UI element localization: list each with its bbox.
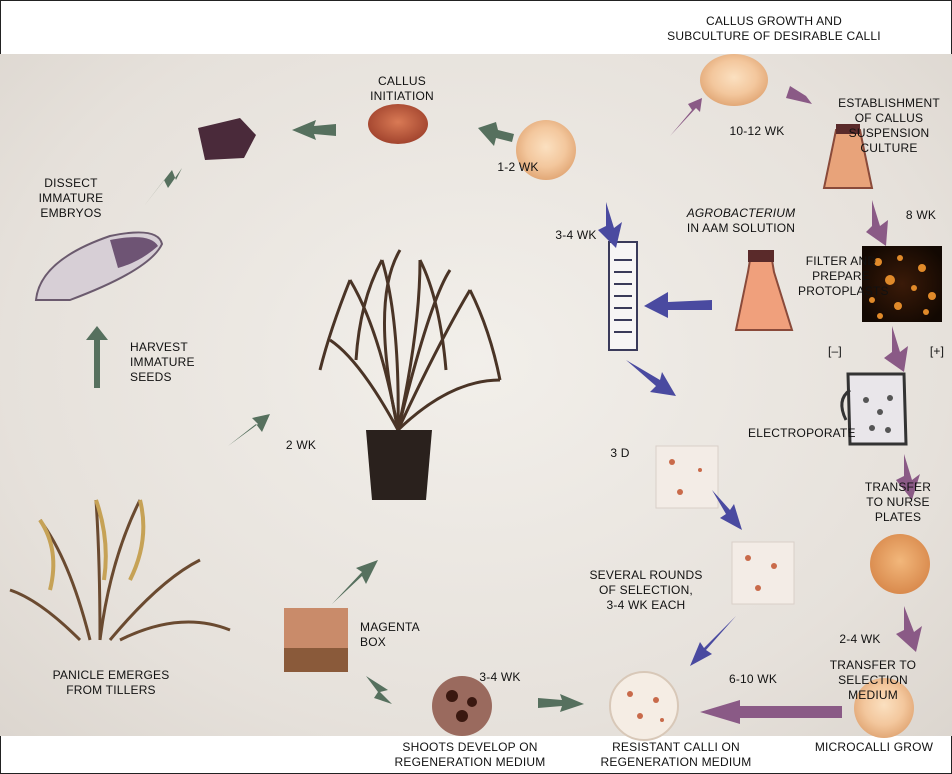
arrow-plant-to-harvest [228,414,270,446]
agrobacterium-label: AGROBACTERIUM [676,206,806,221]
wk-6-10-label: 6-10 WK [718,672,788,687]
arrow-8wk [866,200,888,246]
wk-3-4-top-label: 3-4 WK [546,228,606,243]
arrow-seed-to-embryo [144,168,182,206]
wk-3-4-bottom-label: 3-4 WK [470,670,530,685]
arrow-callus-to-growth [478,122,514,146]
arrow-flask-to-top [786,86,812,104]
arrow-selection-down [690,616,736,666]
resistant-calli-plate [610,672,678,740]
positive-electrode-label: [+] [922,344,952,359]
panicle-label: PANICLE EMERGES FROM TILLERS [26,668,196,698]
wk-10-12-label: 10-12 WK [722,124,792,139]
wk-2-label: 2 WK [276,438,326,453]
callus-growth-label: CALLUS GROWTH AND SUBCULTURE OF DESIRABL… [624,14,924,44]
harvest-label: HARVEST IMMATURE SEEDS [130,340,230,385]
transfer-selection-label: TRANSFER TO SELECTION MEDIUM [818,658,928,703]
resistant-calli-label: RESISTANT CALLI ON REGENERATION MEDIUM [576,740,776,770]
arrow-microcalli-to-resistant [700,700,842,724]
arrow-filter-down [626,360,676,396]
arrow-flask-to-filter [644,292,712,318]
dissect-label: DISSECT IMMATURE EMBRYOS [16,176,126,221]
arrow-to-microcalli [896,606,922,652]
filter-label: FILTER AND PREPARE PROTOPLASTS [798,254,884,299]
arrow-resistant-to-shoots [538,694,584,712]
microcalli-grow-label: MICROCALLI GROW [804,740,944,755]
wk-8-label: 8 WK [896,208,946,223]
shoots-develop-label: SHOOTS DEVELOP ON REGENERATION MEDIUM [380,740,560,770]
arrow-3d-down [712,490,742,530]
wk-2-4-label: 2-4 WK [830,632,890,647]
callus-initiation-dish [368,104,428,144]
arrow-box-to-plant [332,560,378,604]
selection-plate-2 [732,542,794,604]
callus-growth-dish-2 [700,54,768,106]
potted-rice-plant [320,250,500,430]
magenta-box-label: MAGENTA BOX [360,620,440,650]
d-3-label: 3 D [600,446,640,461]
agrobacterium-flask [736,260,792,330]
arrow-growth-to-top [670,98,702,136]
arrow-to-electroporate [884,326,908,372]
wk-1-2-label: 1-2 WK [488,160,548,175]
selection-plate-1 [656,446,718,508]
shoots-plate [432,676,492,736]
plant-pot [366,430,432,500]
aam-solution-label: IN AAM SOLUTION [676,221,806,236]
transfer-nurse-label: TRANSFER TO NURSE PLATES [848,480,948,525]
arrow-embryo-to-callus [292,120,336,140]
embryo-image [198,118,256,160]
electroporation-cuvette [848,374,906,444]
callus-initiation-label: CALLUS INITIATION [362,74,442,104]
negative-electrode-label: [–] [820,344,850,359]
nurse-plate [870,534,930,594]
arrow-harvest [86,326,108,388]
arrow-shoots-to-box [366,676,392,704]
electroporate-label: ELECTROPORATE [748,426,848,441]
establishment-label: ESTABLISHMENT OF CALLUS SUSPENSION CULTU… [832,96,946,156]
several-rounds-label: SEVERAL ROUNDS OF SELECTION, 3-4 WK EACH [576,568,716,613]
